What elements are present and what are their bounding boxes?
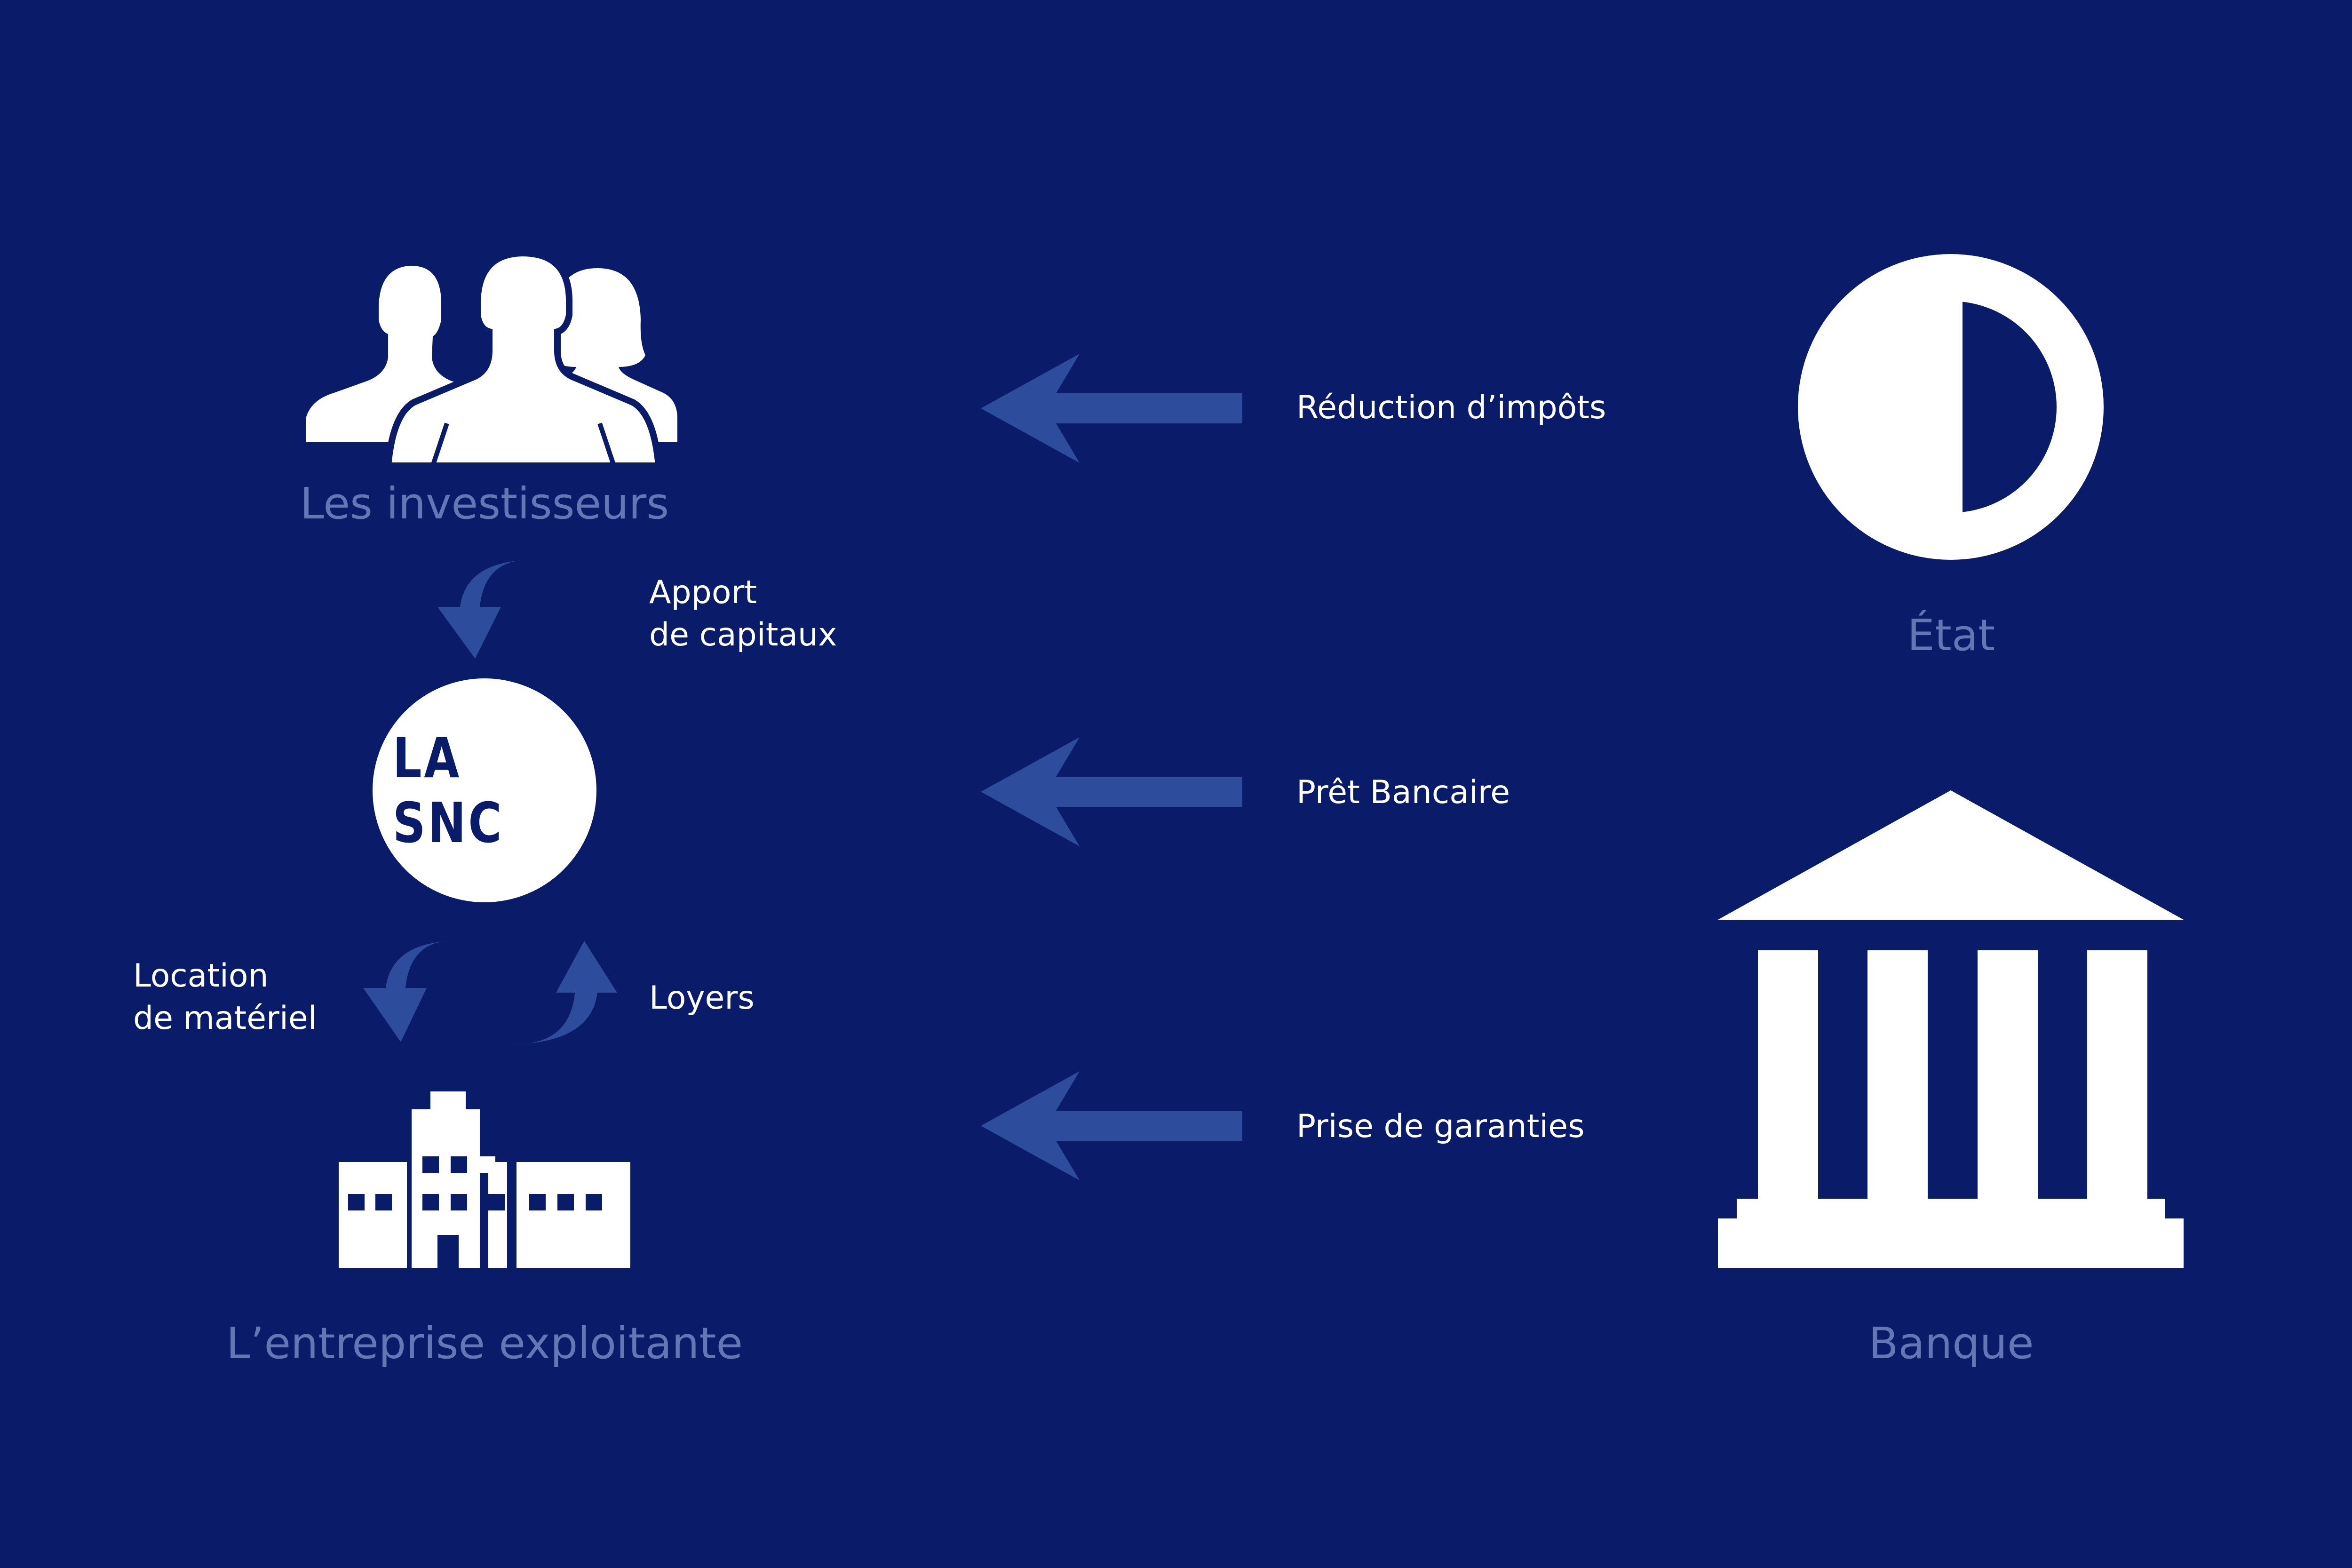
banque-label: Banque: [1868, 1318, 2034, 1369]
arrow-left-icon: [981, 1071, 1242, 1180]
pret-label: Prêt Bancaire: [1296, 774, 1510, 811]
bank-icon: [1718, 790, 2184, 1268]
arrow-left-icon: [981, 737, 1242, 846]
arrow-left-icon: [981, 354, 1242, 463]
garanties-label: Prise de garanties: [1296, 1108, 1585, 1145]
reduction-label: Réduction d’impôts: [1296, 389, 1606, 426]
curved-arrow-down-left-icon: [363, 941, 453, 1042]
entreprise-label: L’entreprise exploitante: [226, 1318, 743, 1369]
curved-arrow-down-icon: [437, 560, 529, 659]
snc-label: LA SNC: [392, 725, 504, 855]
half-circle-icon: [1798, 254, 2104, 560]
snc-circle: LA SNC: [373, 678, 596, 902]
curved-arrow-up-icon: [514, 941, 617, 1044]
building-icon: [339, 1091, 630, 1268]
loyers-label: Loyers: [649, 979, 755, 1017]
apport-label: Apport de capitaux: [649, 574, 837, 654]
people-group-icon: [306, 249, 677, 469]
location-label: Location de matériel: [133, 957, 317, 1037]
investisseurs-label: Les investisseurs: [300, 478, 669, 529]
etat-label: État: [1907, 610, 1995, 661]
